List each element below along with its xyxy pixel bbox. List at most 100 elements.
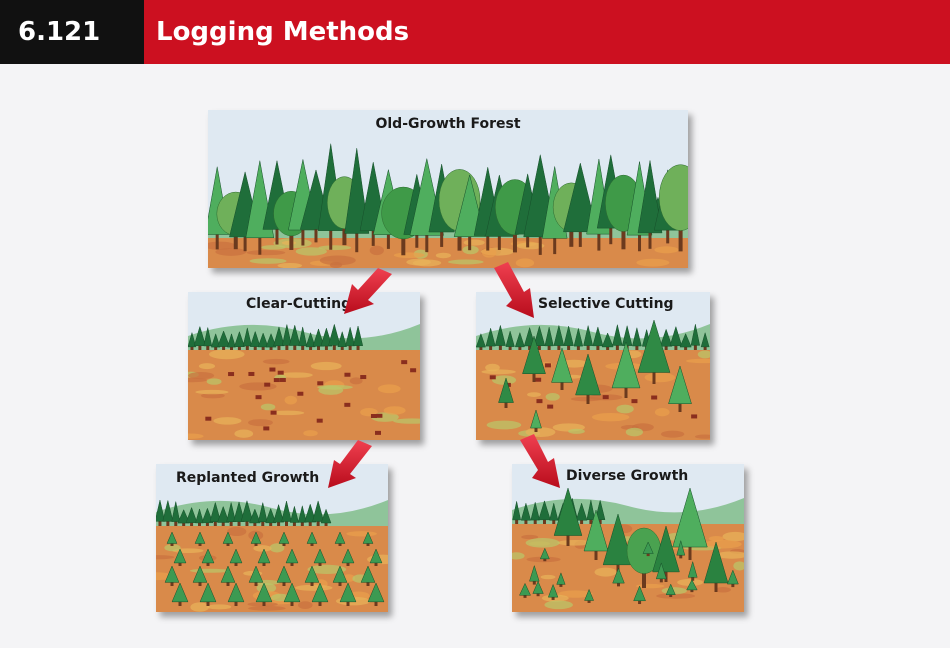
ground-patch [200,393,225,399]
tree-trunk [221,521,225,526]
tree-trunk [205,521,209,526]
tree-trunk [578,225,582,247]
tree-trunk [468,231,472,251]
tree-stump [277,370,284,375]
ground-patch [521,534,539,540]
ground-patch [733,561,744,571]
tree-trunk [616,560,620,576]
tree-trunk [206,344,210,350]
tree-trunk [648,226,652,249]
tree-trunk [293,343,297,350]
tree-trunk [559,583,563,587]
conifer-tree [188,331,197,348]
ground-patch [656,593,696,599]
tree-trunk [316,519,320,526]
tree-trunk [277,344,281,350]
conifer-tree [584,588,594,601]
tree-trunk [543,557,547,562]
ground-patch [195,389,229,395]
panel-selective-cutting: Selective Cutting [476,292,710,440]
tree-trunk [580,518,584,524]
conifer-tree [257,548,271,564]
replanted-growth-illustration [156,464,388,612]
ground-patch [208,241,236,250]
ground-patch [206,604,232,610]
tree-trunk [290,600,294,606]
conifer-tree [551,347,573,383]
tree-trunk [275,223,279,245]
ground-patch [260,245,286,250]
conifer-tree [339,582,357,603]
tree-trunk [598,518,602,524]
tree-stump [269,367,276,372]
tree-trunk [332,343,336,350]
ground-patch [677,578,704,586]
tree-trunk [415,229,419,248]
ground-patch [298,601,313,610]
tree-trunk [553,232,557,255]
conifer-tree [612,324,623,346]
ground-patch [516,242,545,250]
tree-trunk [262,600,266,606]
tree-trunk [596,344,600,350]
conifer-tree [320,327,333,347]
ground-patch [636,258,670,267]
conifer-tree [192,565,208,583]
tree-trunk [245,344,249,350]
tree-trunk [269,521,273,526]
ground-patch [625,427,643,437]
tree-trunk [262,561,266,566]
tree-trunk [206,600,210,606]
conifer-tree [533,325,546,346]
ground-patch [164,544,181,552]
tree-trunk [624,384,628,398]
ground-patch [317,385,353,390]
tree-trunk [215,228,219,250]
ground-patch [568,428,585,434]
conifer-tree [583,509,609,552]
ground-patch [393,418,420,424]
ground-patch [208,349,245,360]
tree-trunk [329,223,333,250]
conifer-tree [233,500,245,522]
conifer-tree [652,525,680,573]
conifer-tree [229,548,243,564]
conifer-tree [164,565,180,583]
tree-trunk [440,226,444,247]
conifer-tree [602,513,634,566]
ground-patch [277,262,303,268]
tree-trunk [606,345,610,350]
conifer-tree [276,565,292,583]
tree-trunk [170,581,174,586]
ground-patch [722,531,744,542]
ground-patch [346,531,377,537]
tree-trunk [198,581,202,586]
tree-trunk [338,581,342,586]
ground-patch [485,363,500,372]
tree-trunk [515,518,519,524]
tree-trunk [282,542,286,546]
tree-stump [401,360,408,365]
conifer-tree [612,567,625,584]
tree-trunk [374,600,378,606]
ground-patch [295,247,327,256]
conifer-tree [369,548,383,564]
conifer-tree [249,508,261,524]
conifer-tree [248,565,264,583]
tree-trunk [174,519,178,526]
ground-patch [654,407,670,417]
ground-patch [448,259,484,265]
conifer-tree [171,501,181,522]
tree-stump [264,382,271,387]
ground-patch [591,412,630,422]
conifer-tree [240,499,254,522]
conifer-tree [304,565,320,583]
tree-trunk [300,520,304,526]
conifer-tree [220,565,236,583]
tree-trunk [479,345,483,350]
conifer-tree [297,505,307,523]
ground-patch [527,392,541,397]
selective-cutting-illustration [476,292,710,440]
conifer-tree [173,548,187,564]
tree-trunk [537,344,541,350]
